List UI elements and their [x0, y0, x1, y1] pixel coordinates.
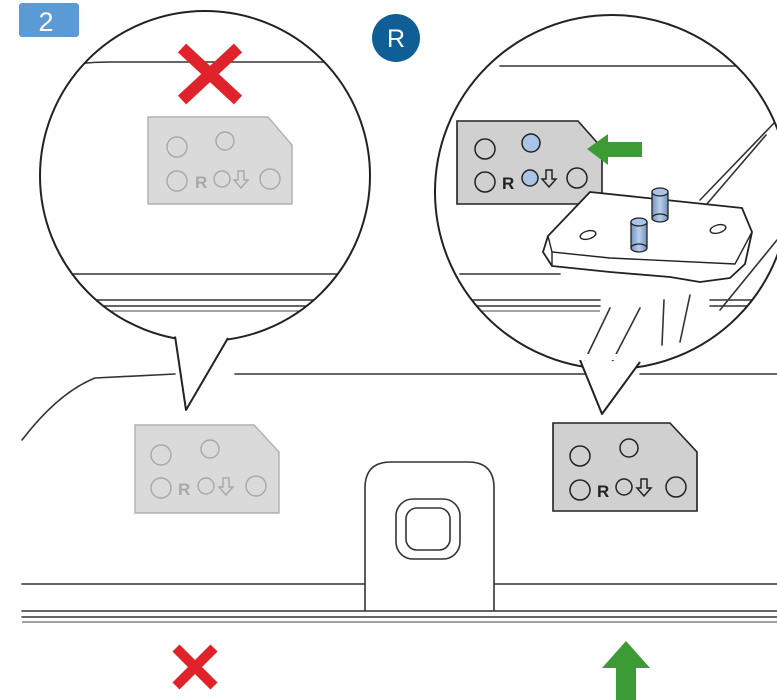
plate-label: R — [502, 174, 514, 193]
plate-label: R — [195, 173, 207, 192]
plate-bottom-left: R — [134, 424, 280, 514]
down-arrow-icon — [217, 477, 235, 497]
device-body — [21, 373, 777, 623]
down-arrow-icon — [540, 169, 558, 189]
plate-label: R — [597, 482, 609, 501]
pin-tool — [542, 187, 753, 283]
plate-label: R — [178, 480, 190, 499]
button-housing — [364, 461, 495, 611]
plate-bottom-right: R — [552, 422, 698, 512]
step-badge: 2 — [19, 3, 79, 37]
down-arrow-icon — [232, 170, 250, 190]
plate-zoom-right: R — [456, 120, 603, 205]
arrow-icon — [602, 641, 650, 700]
cross-icon — [172, 644, 218, 690]
step-number: 2 — [38, 7, 53, 37]
cross-icon — [177, 43, 243, 105]
arrow-icon — [587, 134, 642, 165]
down-arrow-icon — [635, 478, 653, 498]
side-badge: R — [372, 14, 420, 62]
side-badge-letter: R — [387, 25, 405, 53]
plate-zoom-left: R — [147, 116, 293, 205]
